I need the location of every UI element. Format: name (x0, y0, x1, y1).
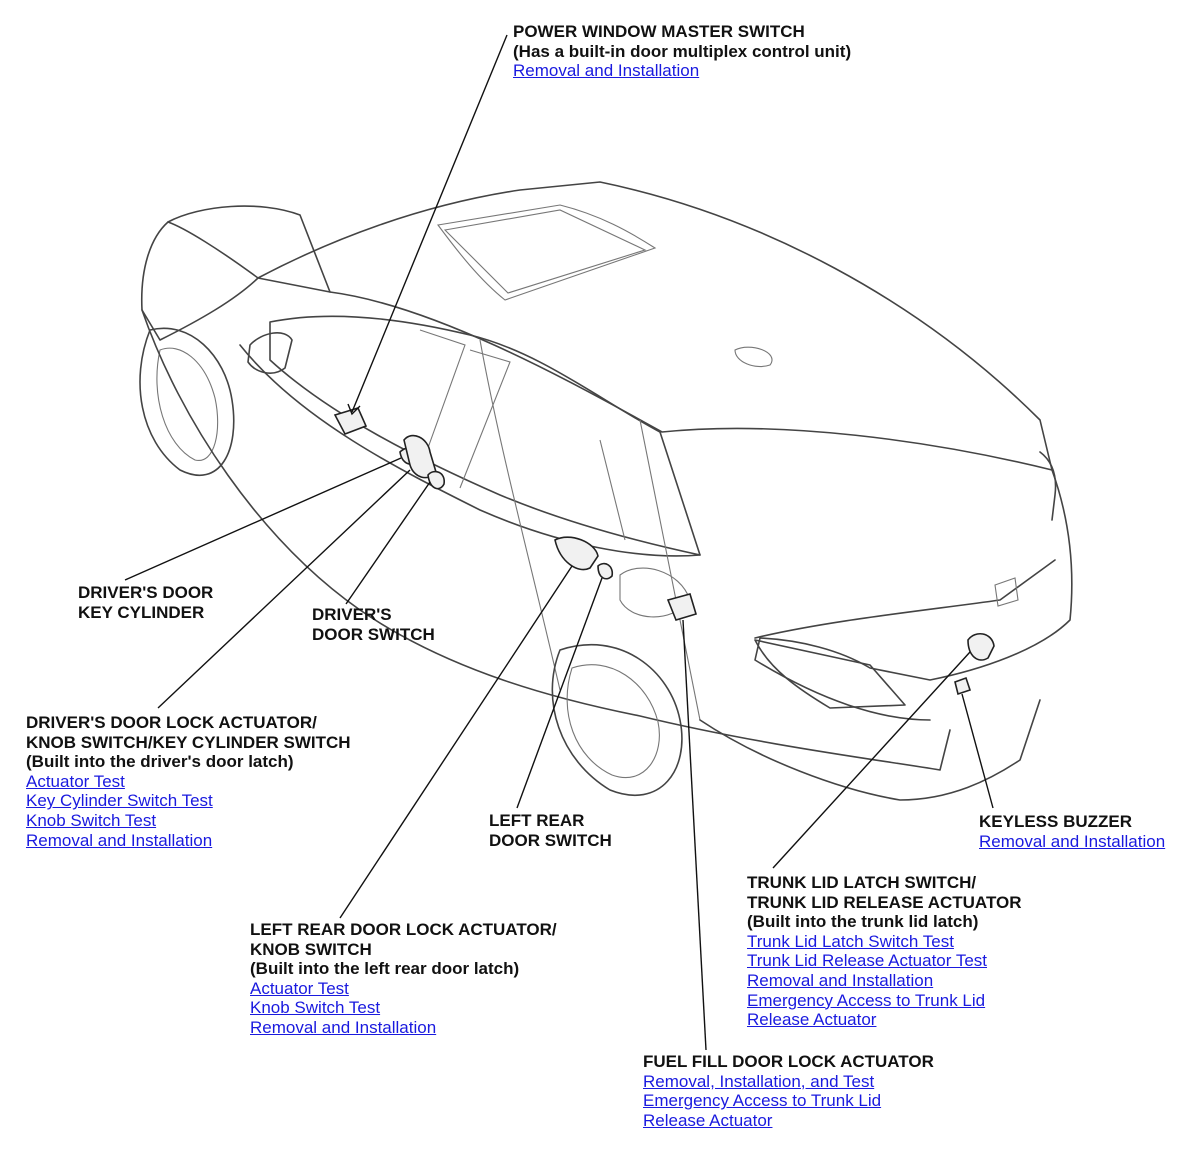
lock-actuator-sub-1: (Built into the driver's door latch) (26, 752, 294, 772)
power-window-title-1: POWER WINDOW MASTER SWITCH (513, 22, 805, 41)
lock-actuator-link-removal[interactable]: Removal and Installation (26, 830, 213, 850)
key-cylinder-title-2: KEY CYLINDER (78, 602, 205, 622)
lock-actuator-link-knob-switch-test[interactable]: Knob Switch Test (26, 810, 157, 830)
fuel-fill-link-removal-test[interactable]: Removal, Installation, and Test (643, 1071, 875, 1091)
keyless-buzzer-link-removal[interactable]: Removal and Installation (979, 831, 1166, 851)
callout-left-rear-door-switch: LEFT REAR DOOR SWITCH (489, 811, 612, 850)
left-rear-link-removal[interactable]: Removal and Installation (250, 1017, 437, 1037)
left-rear-actuator-part (554, 536, 599, 571)
callout-drivers-door-switch: DRIVER'S DOOR SWITCH (312, 605, 435, 644)
fuel-fill-title-1: FUEL FILL DOOR LOCK ACTUATOR (643, 1052, 934, 1071)
key-cylinder-title-1: DRIVER'S DOOR (78, 583, 214, 602)
callout-fuel-fill-door-lock-actuator: FUEL FILL DOOR LOCK ACTUATOR Removal, In… (643, 1052, 934, 1130)
left-rear-switch-title-1: LEFT REAR (489, 811, 585, 830)
components (333, 407, 995, 696)
trunk-lid-link-emergency-access[interactable]: Emergency Access to Trunk Lid (747, 990, 986, 1010)
fuel-fill-actuator-part (666, 593, 697, 621)
trunk-lid-sub-1: (Built into the trunk lid latch) (747, 912, 979, 932)
door-switch-title-2: DOOR SWITCH (312, 624, 435, 644)
car-outline (139, 181, 1073, 801)
trunk-lid-link-release-actuator[interactable]: Release Actuator (747, 1010, 877, 1030)
keyless-buzzer-part (954, 676, 972, 696)
callout-drivers-door-key-cylinder: DRIVER'S DOOR KEY CYLINDER (78, 583, 213, 622)
door-switch-title-1: DRIVER'S (312, 605, 392, 624)
lock-actuator-title-2: KNOB SWITCH/KEY CYLINDER SWITCH (26, 732, 351, 752)
callout-power-window-master-switch: POWER WINDOW MASTER SWITCH (Has a built-… (513, 22, 851, 81)
lock-actuator-title-1: DRIVER'S DOOR LOCK ACTUATOR/ (26, 713, 317, 732)
power-window-sub-1: (Has a built-in door multiplex control u… (513, 41, 852, 61)
left-rear-link-knob-switch-test[interactable]: Knob Switch Test (250, 998, 381, 1018)
callout-drivers-door-lock-actuator: DRIVER'S DOOR LOCK ACTUATOR/ KNOB SWITCH… (26, 713, 351, 850)
callout-trunk-lid-latch: TRUNK LID LATCH SWITCH/ TRUNK LID RELEAS… (747, 873, 1022, 1030)
trunk-latch-part (967, 633, 995, 661)
keyless-buzzer-title-1: KEYLESS BUZZER (979, 812, 1133, 831)
trunk-lid-link-release-actuator-test[interactable]: Trunk Lid Release Actuator Test (747, 951, 988, 971)
callout-left-rear-door-lock-actuator: LEFT REAR DOOR LOCK ACTUATOR/ KNOB SWITC… (250, 920, 557, 1038)
lock-actuator-link-actuator-test[interactable]: Actuator Test (26, 771, 125, 791)
leader-lines (124, 34, 994, 1051)
left-rear-actuator-title-2: KNOB SWITCH (250, 939, 372, 959)
left-rear-switch-title-2: DOOR SWITCH (489, 830, 612, 850)
left-rear-switch-part (597, 562, 614, 580)
left-rear-actuator-title-1: LEFT REAR DOOR LOCK ACTUATOR/ (250, 920, 557, 939)
trunk-lid-link-latch-switch-test[interactable]: Trunk Lid Latch Switch Test (747, 931, 954, 951)
callout-keyless-buzzer: KEYLESS BUZZER Removal and Installation (979, 812, 1165, 851)
lock-actuator-link-key-cylinder-test[interactable]: Key Cylinder Switch Test (26, 791, 213, 811)
trunk-lid-title-1: TRUNK LID LATCH SWITCH/ (747, 873, 977, 892)
fuel-fill-link-release-actuator[interactable]: Release Actuator (643, 1110, 773, 1130)
left-rear-actuator-sub-1: (Built into the left rear door latch) (250, 959, 520, 979)
trunk-lid-title-2: TRUNK LID RELEASE ACTUATOR (747, 892, 1022, 912)
door-switch-part (427, 470, 445, 490)
power-window-link-removal[interactable]: Removal and Installation (513, 61, 700, 81)
left-rear-link-actuator-test[interactable]: Actuator Test (250, 978, 349, 998)
trunk-lid-link-removal[interactable]: Removal and Installation (747, 970, 934, 990)
fuel-fill-link-emergency-access[interactable]: Emergency Access to Trunk Lid (643, 1091, 882, 1111)
